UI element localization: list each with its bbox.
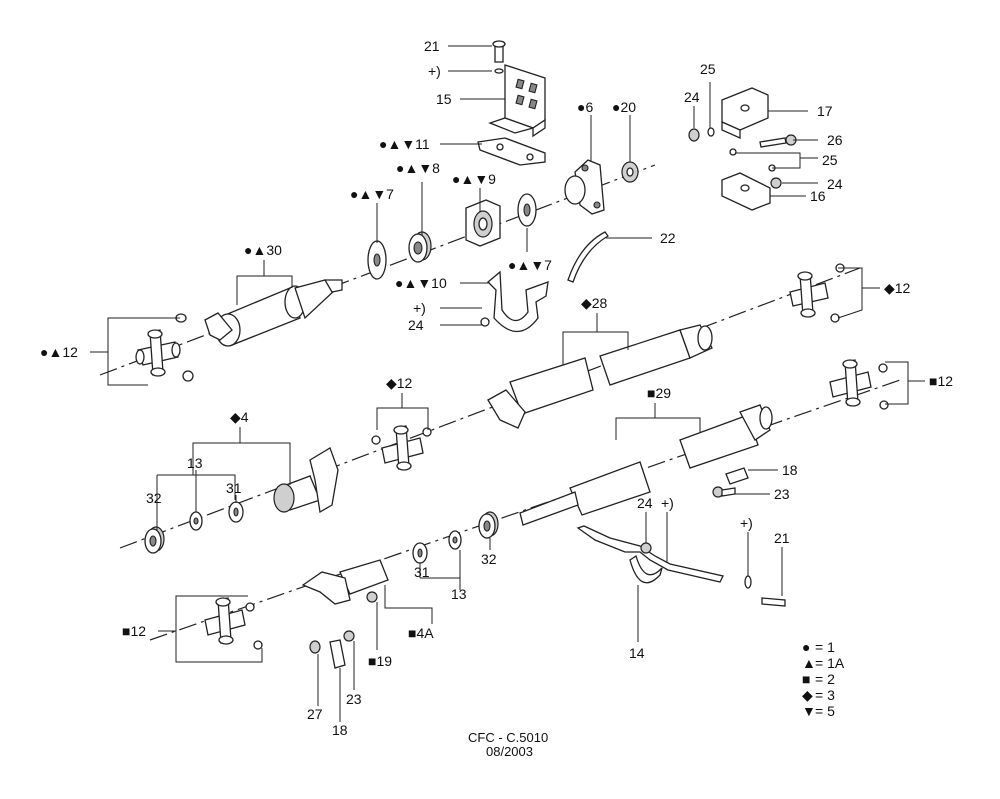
flange-6 (564, 159, 605, 215)
shaft-30 (204, 279, 343, 347)
callout-6: ●6 (577, 99, 593, 115)
drawing-code: CFC - C.5010 (468, 730, 548, 745)
strap-22 (567, 231, 609, 283)
propshaft-28 (487, 324, 713, 429)
callout-23-bottom: 23 (346, 691, 362, 707)
universal-joint-12-middle (371, 425, 432, 471)
yoke-4a (301, 559, 389, 605)
callout-plus-21: +) (740, 515, 753, 531)
callout-19: ■19 (368, 653, 392, 669)
callout-7-left: ●▲▼7 (350, 186, 394, 202)
callout-4: ◆4 (230, 409, 249, 425)
callout-26: 26 (827, 132, 843, 148)
callout-14: 14 (629, 645, 645, 661)
legend-symbol-square: ■ (802, 671, 810, 687)
callout-22: 22 (660, 230, 676, 246)
callout-24-10: 24 (408, 317, 424, 333)
legend-symbol-circle: ● (802, 639, 810, 655)
callout-plus-10: +) (413, 300, 426, 316)
callout-12-sq-right: ■12 (929, 373, 953, 389)
drawing-footer: CFC - C.5010 08/2003 (468, 730, 548, 759)
fasteners-17-16 (688, 127, 797, 189)
universal-joint-12-right-top (789, 263, 845, 323)
universal-joint-12-right-square (829, 359, 889, 410)
yoke-4 (273, 447, 339, 514)
callout-28: ◆28 (581, 295, 608, 311)
callout-plus-top: +) (428, 63, 441, 79)
callout-20: ●20 (612, 99, 636, 115)
drawing-date: 08/2003 (486, 744, 533, 759)
callout-12-mid: ◆12 (386, 375, 413, 391)
legend-value-circle: = 1 (815, 639, 835, 655)
bracket-17 (721, 87, 769, 140)
callout-18-bottom: 18 (332, 722, 348, 738)
washer-7-right (517, 193, 537, 227)
callout-16: 16 (810, 188, 826, 204)
callout-12-right-top: ◆12 (884, 280, 911, 296)
legend-symbol-diamond: ◆ (802, 687, 813, 703)
callout-31-left: 31 (226, 480, 242, 496)
legend-value-square: = 2 (815, 671, 835, 687)
callout-13-left: 13 (187, 455, 203, 471)
callout-17: 17 (817, 103, 833, 119)
callout-25-top: 25 (700, 61, 716, 77)
legend-symbol-triangle-up: ▲ (802, 655, 816, 671)
support-bracket-10 (480, 270, 549, 333)
bracket-14 (576, 525, 786, 607)
callout-23-right: 23 (774, 486, 790, 502)
leader-lines (90, 45, 925, 722)
legend-value-triangle-up: = 1A (815, 655, 845, 671)
legend-value-triangle-down: = 5 (815, 703, 835, 719)
callout-25-mid: 25 (822, 152, 838, 168)
callout-11: ●▲▼11 (379, 136, 430, 152)
bracket-16 (721, 172, 771, 211)
callout-29: ■29 (647, 385, 671, 401)
callout-24-top: 24 (684, 89, 700, 105)
callout-27: 27 (307, 706, 323, 722)
bearing-housing-9 (465, 199, 501, 247)
clip-18-bolt-23-right (712, 467, 749, 498)
callout-9: ●▲▼9 (452, 171, 496, 187)
callout-4a: ■4A (408, 625, 434, 641)
callout-31-mid: 31 (414, 564, 430, 580)
callout-8: ●▲▼8 (396, 160, 440, 176)
callout-labels: 21 +) 15 ●▲▼11 ●▲▼8 ●▲▼9 ●▲▼7 ●▲▼7 ●6 ●2… (40, 38, 953, 738)
callout-10: ●▲▼10 (395, 275, 447, 291)
callout-32-left: 32 (146, 490, 162, 506)
symbol-legend: ● = 1 ▲ = 1A ■ = 2 ◆ = 3 ▼ = 5 (802, 639, 845, 719)
callout-30: ●▲30 (244, 242, 282, 258)
washers-middle (412, 511, 499, 564)
small-parts-bottom (309, 591, 378, 669)
callout-32-mid: 32 (481, 551, 497, 567)
nut-20 (621, 161, 639, 183)
bearing-8 (408, 231, 432, 263)
legend-symbol-triangle-down: ▼ (802, 703, 816, 719)
plate-11 (477, 137, 546, 166)
callout-18-right: 18 (782, 462, 798, 478)
washers-left (144, 501, 244, 554)
propshaft-29 (519, 404, 773, 526)
callout-7-right: ●▲▼7 (508, 257, 552, 273)
callout-24-14: 24 (637, 495, 653, 511)
universal-joint-12-left-square (204, 597, 263, 650)
callout-12-sq-left: ■12 (122, 623, 146, 639)
callout-21-bottom: 21 (774, 530, 790, 546)
universal-joint-12-left (135, 313, 194, 382)
callout-21-top: 21 (424, 38, 440, 54)
callout-24-right: 24 (827, 176, 843, 192)
callout-15: 15 (436, 91, 452, 107)
washer-7-left (367, 240, 387, 280)
mounting-bracket-15 (488, 40, 546, 138)
callout-plus-14: +) (661, 495, 674, 511)
callout-13-mid: 13 (451, 586, 467, 602)
legend-value-diamond: = 3 (815, 687, 835, 703)
callout-12-left: ●▲12 (40, 344, 78, 360)
